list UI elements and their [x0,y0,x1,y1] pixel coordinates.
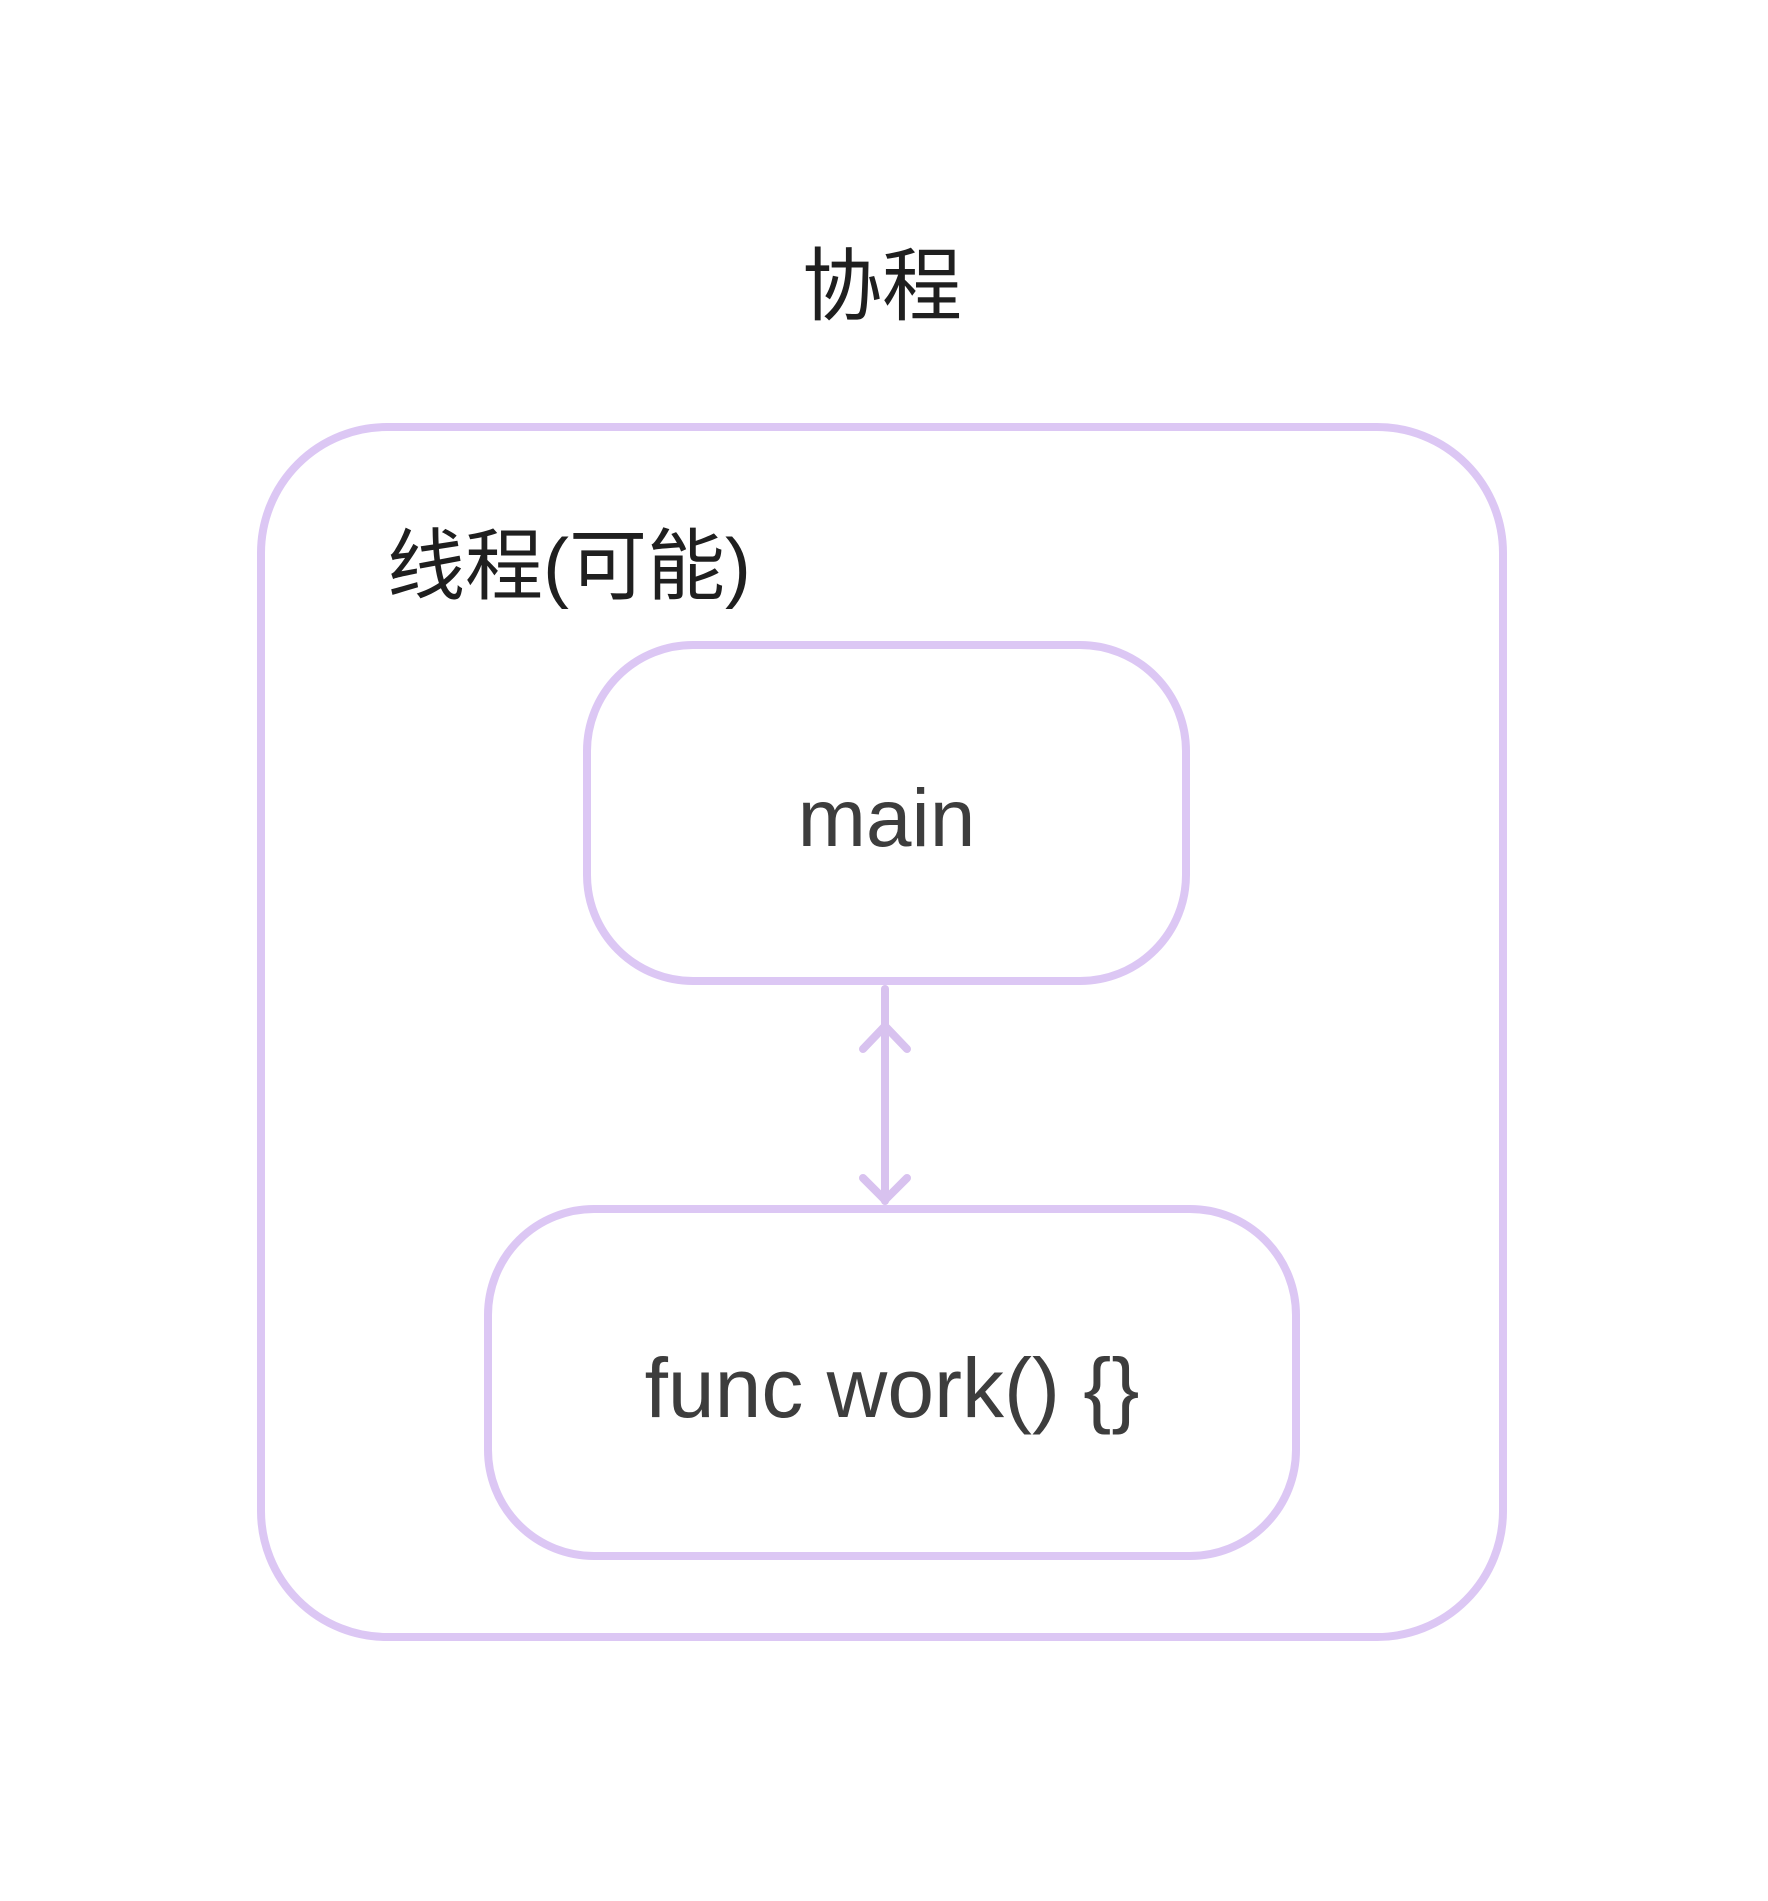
node-func-work-label: func work() {} [644,1341,1140,1435]
node-main: main [583,641,1190,985]
thread-group-label: 线程(可能) [387,522,751,610]
arrowhead-down-icon [859,1174,911,1204]
bidirectional-arrow [859,985,911,1205]
node-main-label: main [797,773,976,864]
node-func-work: func work() {} [484,1205,1300,1560]
arrowhead-up-icon [859,1022,911,1053]
diagram-title: 协程 [802,242,962,331]
